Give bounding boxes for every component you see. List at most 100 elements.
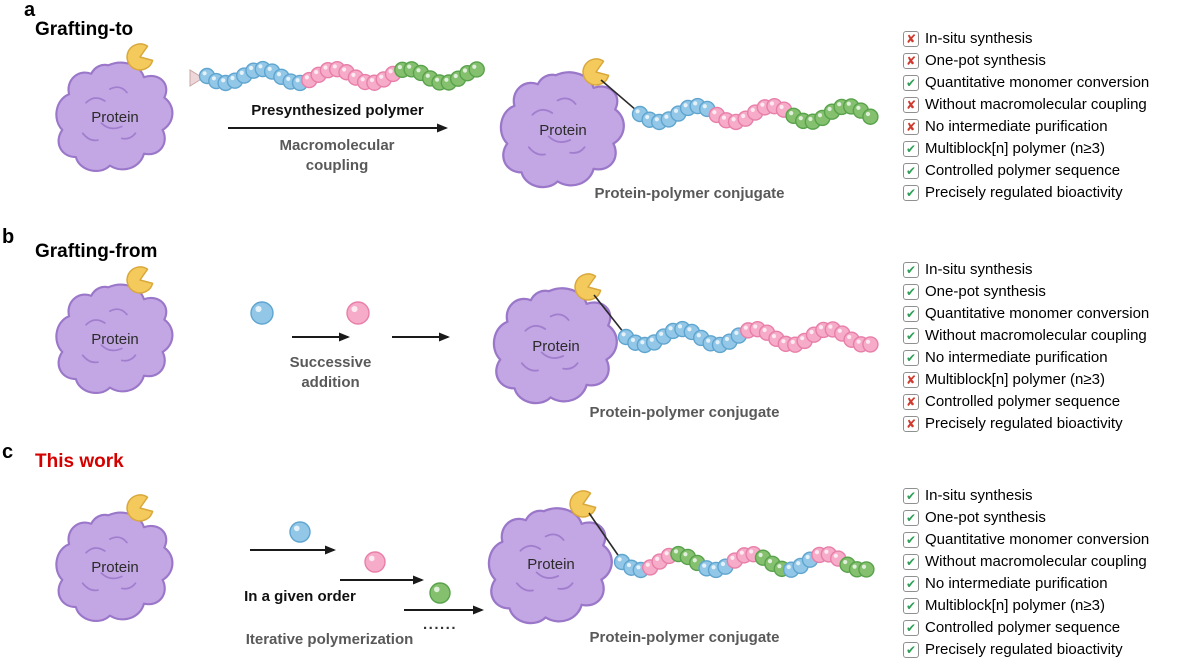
bead-highlight (462, 68, 468, 73)
panel-label: c (2, 441, 14, 463)
checklist-row: ✔Precisely regulated bioactivity (903, 184, 1149, 201)
bead-highlight (805, 554, 810, 560)
bead-highlight (720, 561, 726, 567)
bead-highlight (865, 339, 871, 344)
bead-highlight (258, 64, 263, 69)
monomer-bead-pink (862, 336, 879, 353)
checklist-label: Controlled polymer sequence (925, 619, 1121, 636)
checklist-row: ✔ Multiblock[n] polymer (n≥3) (903, 140, 1149, 157)
bead-highlight (753, 324, 758, 329)
bead-highlight (777, 564, 782, 569)
bead-highlight (711, 565, 716, 570)
checklist-row: ✔One-pot synthesis (903, 509, 1149, 526)
checklist-label: Without macromolecular coupling (925, 327, 1147, 344)
bead-highlight (824, 549, 829, 554)
checklist-label: No intermediate purification (925, 575, 1108, 592)
bead-highlight (734, 330, 739, 336)
bead-highlight (779, 104, 784, 110)
bead-highlight (790, 339, 795, 345)
bead-highlight (286, 76, 291, 81)
bead-highlight (230, 75, 235, 81)
cross-icon: ✘ (903, 30, 919, 47)
bead-highlight (852, 564, 857, 569)
bead-highlight (731, 117, 736, 122)
checklist-label: One-pot synthesis (925, 283, 1046, 300)
panel-title: Grafting-from (35, 241, 158, 262)
checklist-label: Without macromolecular coupling (925, 96, 1147, 113)
bead-highlight (721, 115, 727, 120)
bead-highlight (847, 334, 852, 340)
bead-highlight (798, 116, 803, 121)
bead-highlight (712, 110, 717, 115)
bead-highlight (654, 117, 659, 122)
monomer-bead-pink (364, 551, 386, 573)
protein-label: Protein (539, 122, 587, 139)
reactive-site-icon (126, 494, 154, 522)
bead-highlight (769, 101, 775, 106)
step-label: Successive addition (289, 354, 372, 392)
check-icon: ✔ (903, 619, 919, 636)
bead-highlight (407, 64, 412, 69)
check-icon: ✔ (903, 283, 919, 300)
checklist-label: Multiblock[n] polymer (n≥3) (925, 597, 1105, 614)
bead-highlight (635, 109, 640, 114)
process-label: Iterative polymerization (245, 631, 414, 648)
conjugate-label: Protein-polymer conjugate (594, 185, 785, 202)
checklist-row: ✔Without macromolecular coupling (903, 327, 1149, 344)
checklist-row: ✔Controlled polymer sequence (903, 162, 1149, 179)
monomer-bead-blue (250, 301, 274, 325)
bead-highlight (249, 65, 254, 71)
bead-highlight (626, 562, 632, 568)
checklist-label: Controlled polymer sequence (925, 393, 1121, 410)
cross-icon: ✘ (903, 415, 919, 432)
checklist-label: Multiblock[n] polymer (n≥3) (925, 140, 1105, 157)
cross-icon: ✘ (903, 96, 919, 113)
checklist-row: ✘One-pot synthesis (903, 52, 1149, 69)
check-icon: ✔ (903, 575, 919, 592)
bead-highlight (211, 76, 216, 81)
protein-label: Protein (91, 331, 139, 348)
check-icon: ✔ (903, 641, 919, 658)
check-icon: ✔ (903, 74, 919, 91)
checklist-row: ✔In-situ synthesis (903, 261, 1149, 278)
bead-highlight (817, 113, 823, 118)
checklist-row: ✔No intermediate purification (903, 349, 1149, 366)
cross-icon: ✘ (903, 393, 919, 410)
checklist-label: Without macromolecular coupling (925, 553, 1147, 570)
checklist-label: Precisely regulated bioactivity (925, 415, 1123, 432)
checklist-label: Precisely regulated bioactivity (925, 184, 1123, 201)
checklist-row: ✘ Precisely regulated bioactivity (903, 415, 1149, 432)
bead-highlight (617, 557, 622, 562)
bead-highlight (843, 559, 848, 565)
panel-title: Grafting-to (35, 19, 134, 40)
check-icon: ✔ (903, 509, 919, 526)
bead-highlight (741, 113, 746, 119)
cross-icon: ✘ (903, 371, 919, 388)
bead-highlight (750, 107, 755, 113)
bead-highlight (668, 326, 673, 331)
panel-b: b Grafting-from Protein Successive addit… (0, 225, 1200, 440)
bead-highlight (332, 64, 337, 69)
step-label-bottom: Macromolecular coupling (279, 137, 395, 175)
protein-label: Protein (532, 338, 580, 355)
monomer-bead-green (468, 61, 485, 78)
bead-highlight (771, 334, 777, 339)
panel-label: a (24, 0, 36, 21)
bead-highlight (715, 340, 720, 345)
ellipsis-dots: ...... (422, 616, 457, 633)
bead-highlight (472, 64, 477, 69)
panel-label: b (2, 226, 15, 248)
bead-highlight (673, 549, 679, 554)
protein-label: Protein (91, 559, 139, 576)
checklist-row: ✔Quantitative monomer conversion (903, 531, 1149, 548)
checklist-label: Precisely regulated bioactivity (925, 641, 1123, 658)
reactive-site-icon (126, 43, 154, 71)
monomer-bead-green (862, 108, 879, 125)
bead-highlight (255, 305, 262, 313)
checklist-label: Quantitative monomer conversion (925, 305, 1150, 322)
check-icon: ✔ (903, 162, 919, 179)
check-icon: ✔ (903, 140, 919, 157)
bead-highlight (749, 549, 754, 554)
bead-highlight (351, 72, 356, 78)
